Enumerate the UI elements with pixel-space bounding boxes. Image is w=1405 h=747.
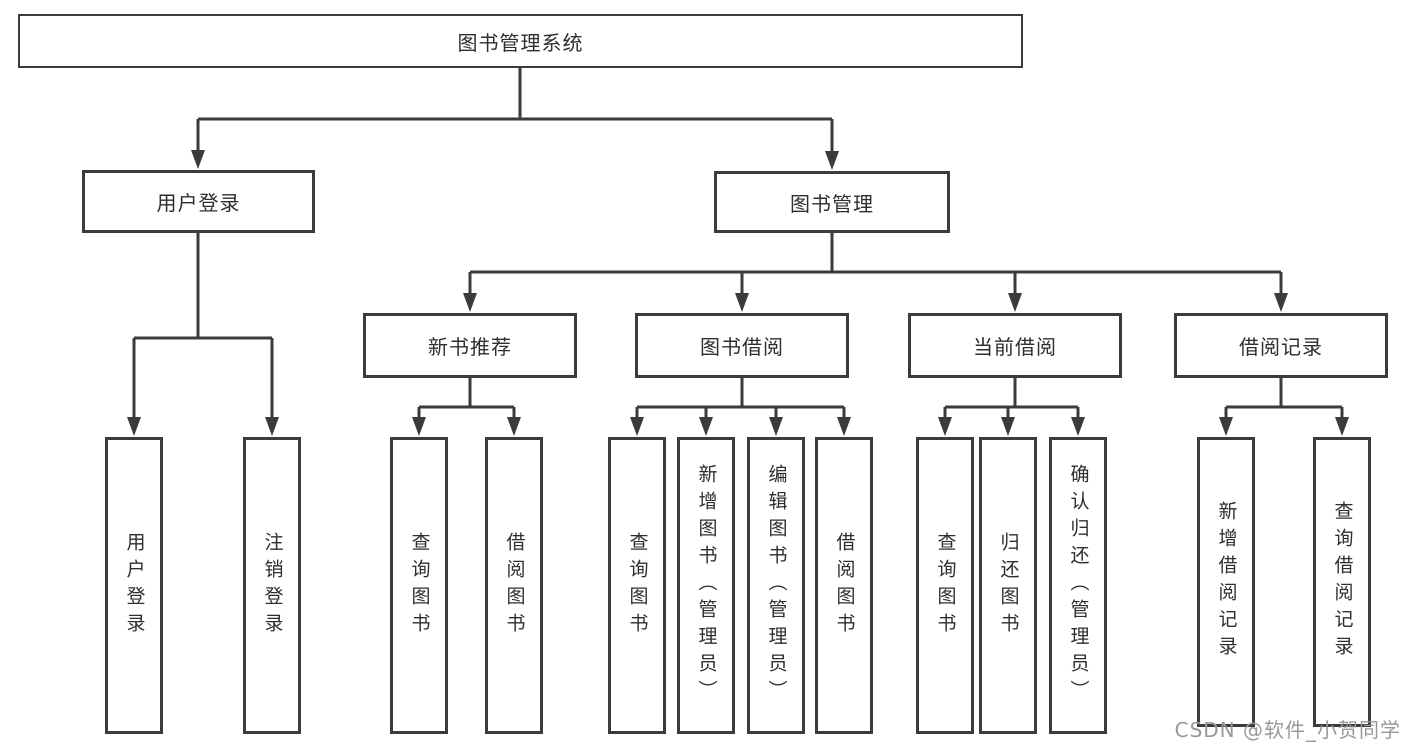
node-new-book-recommend-label: 新书推荐 (428, 335, 512, 359)
leaf-add-borrow-record-label: 新增借阅记录 (1215, 501, 1238, 663)
leaf-return-book: 归还图书 (979, 437, 1037, 734)
node-root-label: 图书管理系统 (457, 30, 584, 55)
node-book-borrow: 图书借阅 (635, 313, 849, 378)
leaf-query-book-current-label: 查询图书 (934, 531, 957, 640)
csdn-watermark: CSDN @软件_小贺同学 (1174, 718, 1401, 742)
node-borrow-records-label: 借阅记录 (1239, 335, 1323, 359)
arrowhead (412, 417, 426, 436)
arrowhead (1071, 417, 1085, 436)
node-borrow-records: 借阅记录 (1174, 313, 1388, 378)
leaf-logout-label: 注销登录 (261, 531, 284, 640)
leaf-user-login: 用户登录 (105, 437, 163, 734)
leaf-borrow-book-borrow: 借阅图书 (815, 437, 873, 734)
leaf-return-book-label: 归还图书 (997, 531, 1020, 640)
arrowhead (630, 417, 644, 436)
arrowhead (735, 293, 749, 312)
arrowhead (1335, 417, 1349, 436)
node-user-login-label: 用户登录 (156, 191, 241, 215)
leaf-query-borrow-record: 查询借阅记录 (1313, 437, 1371, 727)
leaf-borrow-book-recommend: 借阅图书 (485, 437, 543, 734)
leaf-borrow-book-recommend-label: 借阅图书 (503, 531, 526, 640)
leaf-confirm-return-admin-label: 确认归还（管理员） (1067, 464, 1090, 707)
arrowhead (1219, 417, 1233, 436)
arrowhead (938, 417, 952, 436)
leaf-query-borrow-record-label: 查询借阅记录 (1331, 501, 1354, 663)
arrowhead (507, 417, 521, 436)
leaf-edit-book-admin: 编辑图书（管理员） (747, 437, 805, 734)
arrowhead (769, 417, 783, 436)
leaf-query-book-recommend: 查询图书 (390, 437, 448, 734)
leaf-query-book-current: 查询图书 (916, 437, 974, 734)
leaf-confirm-return-admin: 确认归还（管理员） (1049, 437, 1107, 734)
leaf-user-login-label: 用户登录 (123, 531, 146, 640)
leaf-borrow-book-borrow-label: 借阅图书 (833, 531, 856, 640)
node-current-borrow: 当前借阅 (908, 313, 1122, 378)
node-new-book-recommend: 新书推荐 (363, 313, 577, 378)
leaf-edit-book-admin-label: 编辑图书（管理员） (765, 464, 788, 707)
leaf-query-book-borrow: 查询图书 (608, 437, 666, 734)
leaf-query-book-recommend-label: 查询图书 (408, 531, 431, 640)
leaf-add-book-admin-label: 新增图书（管理员） (695, 464, 718, 707)
node-current-borrow-label: 当前借阅 (973, 335, 1057, 359)
node-book-management-label: 图书管理 (790, 191, 874, 216)
arrowhead (191, 150, 205, 169)
arrowhead (699, 417, 713, 436)
leaf-add-borrow-record: 新增借阅记录 (1197, 437, 1255, 727)
arrowhead (1274, 293, 1288, 312)
node-root: 图书管理系统 (18, 14, 1023, 68)
leaf-query-book-borrow-label: 查询图书 (626, 531, 649, 640)
leaf-logout: 注销登录 (243, 437, 301, 734)
arrowhead (127, 417, 141, 436)
node-book-management: 图书管理 (714, 171, 950, 233)
arrowhead (265, 417, 279, 436)
leaf-add-book-admin: 新增图书（管理员） (677, 437, 735, 734)
arrowhead (837, 417, 851, 436)
node-book-borrow-label: 图书借阅 (700, 335, 784, 359)
node-user-login: 用户登录 (82, 170, 315, 233)
arrowhead (1008, 293, 1022, 312)
arrowhead (1001, 417, 1015, 436)
arrowhead (825, 151, 839, 170)
arrowhead (463, 293, 477, 312)
